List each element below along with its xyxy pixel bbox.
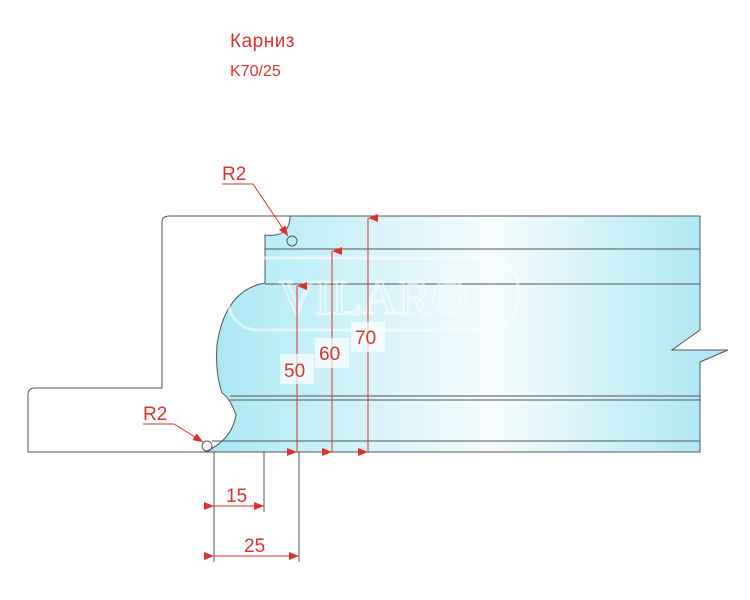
profile-title: Карниз bbox=[230, 31, 296, 52]
profile-code: K70/25 bbox=[230, 63, 281, 80]
radius-circle-top bbox=[286, 235, 298, 247]
dim-label-70: 70 bbox=[355, 328, 376, 349]
radius-label-bottom: R2 bbox=[143, 404, 167, 425]
base-outline bbox=[27, 215, 290, 452]
radius-label-top: R2 bbox=[222, 164, 246, 185]
dim-label-50: 50 bbox=[284, 361, 305, 382]
radius-circle-bottom bbox=[201, 440, 213, 452]
dim-label-60: 60 bbox=[319, 344, 340, 365]
watermark-text: VILARO bbox=[279, 269, 468, 325]
cornice-profile bbox=[204, 215, 729, 453]
dim-label-25: 25 bbox=[244, 536, 265, 557]
dim-label-15: 15 bbox=[226, 486, 247, 507]
